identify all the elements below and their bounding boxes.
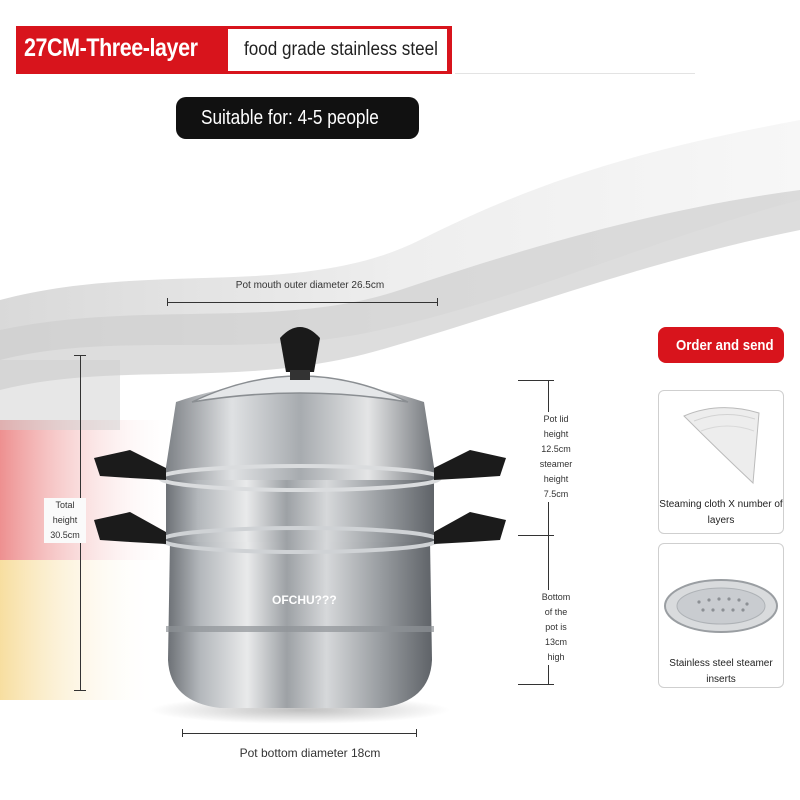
bottom-pot-height-cap bbox=[518, 684, 554, 685]
mouth-diameter-line bbox=[167, 302, 438, 303]
bottom-diameter-label: Pot bottom diameter 18cm bbox=[239, 746, 381, 760]
header-divider bbox=[455, 73, 695, 74]
lid-steamer-height-label: Pot lid height 12.5cm steamer height 7.5… bbox=[532, 412, 580, 502]
suitable-for-pill: Suitable for: 4-5 people bbox=[176, 97, 419, 139]
total-height-cap-bottom bbox=[74, 690, 86, 691]
bottom-diameter-line bbox=[182, 733, 417, 734]
steamer-inserts-label: Stainless steel steamer inserts X2 bbox=[669, 658, 773, 685]
bottom-diameter-cap-left bbox=[182, 729, 183, 737]
size-label: 27CM-Three-layer bbox=[24, 34, 198, 62]
total-height-label: Total height 30.5cm bbox=[44, 498, 86, 543]
material-box: food grade stainless steel bbox=[228, 29, 447, 71]
mouth-diameter-cap-left bbox=[167, 298, 168, 306]
steamer-inserts-card: Stainless steel steamer inserts X2 bbox=[658, 543, 784, 688]
steaming-cloth-label: Steaming cloth X number of layers bbox=[659, 499, 783, 526]
suitable-for-text: Suitable for: 4-5 people bbox=[201, 107, 379, 129]
product-size-header: 27CM-Three-layer food grade stainless st… bbox=[16, 26, 452, 74]
steamer-inserts-image bbox=[664, 579, 778, 633]
lid-height-cap-top bbox=[518, 380, 554, 381]
order-and-send-badge: Order and send bbox=[658, 327, 784, 363]
steamer-height-cap bbox=[518, 535, 554, 536]
steamer-pot-image: OFCHU??? bbox=[94, 327, 506, 724]
total-height-cap-top bbox=[74, 355, 86, 356]
brand-logo: OFCHU??? bbox=[272, 593, 337, 607]
bottom-pot-height-label: Bottom of the pot is 13cm high bbox=[532, 590, 580, 665]
bottom-diameter-cap-right bbox=[416, 729, 417, 737]
steaming-cloth-card: Steaming cloth X number of layers bbox=[658, 390, 784, 534]
mouth-diameter-label: Pot mouth outer diameter 26.5cm bbox=[235, 280, 385, 291]
steaming-cloth-image bbox=[683, 407, 760, 485]
material-label: food grade stainless steel bbox=[244, 39, 438, 60]
order-and-send-label: Order and send bbox=[676, 337, 774, 354]
mouth-diameter-cap-right bbox=[437, 298, 438, 306]
